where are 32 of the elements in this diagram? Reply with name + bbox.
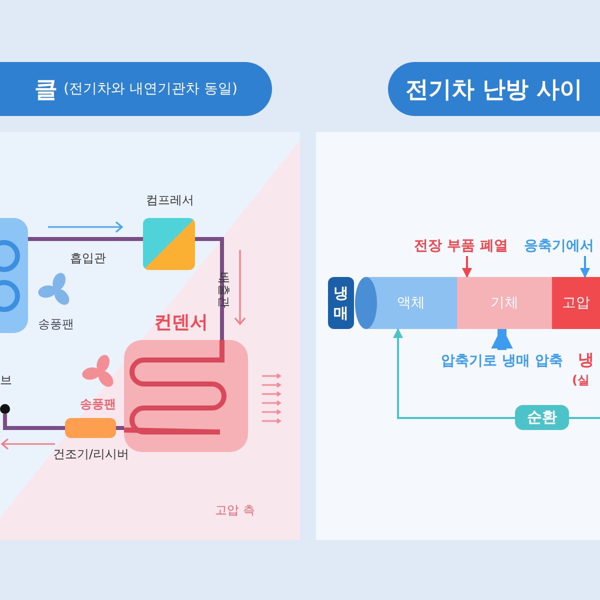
component-label: 건조기/리시버 xyxy=(52,446,130,463)
pipe xyxy=(28,237,143,241)
refrigerant-badge: 냉매 xyxy=(328,277,354,329)
title-text: 클 xyxy=(34,76,58,104)
text-label: 송풍팬 xyxy=(38,316,74,333)
title-subtext: (전기차와 내연기관차 동일) xyxy=(64,80,238,98)
callout-text: 전장 부품 폐열 xyxy=(414,236,508,256)
text-label: 고압 측 xyxy=(215,502,255,519)
pipe-segment: 고압 xyxy=(552,277,600,329)
component-label: 컨덴서 xyxy=(154,311,208,334)
arrow xyxy=(491,326,513,350)
pipe-segment: 기체 xyxy=(457,277,552,329)
cycle-badge: 순환 xyxy=(515,405,569,430)
pipe xyxy=(116,426,124,430)
title-banner xyxy=(0,62,272,116)
pipe-segment: 액체 xyxy=(365,277,457,329)
component-label: 브 xyxy=(0,372,12,389)
evaporator-box xyxy=(0,218,28,333)
pipe xyxy=(3,414,65,430)
pipe xyxy=(195,237,224,340)
edge-label: 배출관 xyxy=(216,272,232,308)
text-label: 송풍팬 xyxy=(80,396,116,413)
edge-label: 흡입관 xyxy=(70,250,106,267)
text-label: (실 xyxy=(572,372,590,389)
callout-text: 응축기에서 xyxy=(520,236,598,256)
title-text: 전기차 난방 사이 xyxy=(405,76,582,104)
title-banner xyxy=(388,62,600,116)
text-label: 냉 xyxy=(578,350,594,371)
component-label: 컴프레서 xyxy=(145,192,195,209)
arrow xyxy=(580,256,590,278)
arrow xyxy=(462,256,472,278)
callout-text: 압축기로 냉매 압축 xyxy=(432,350,572,372)
